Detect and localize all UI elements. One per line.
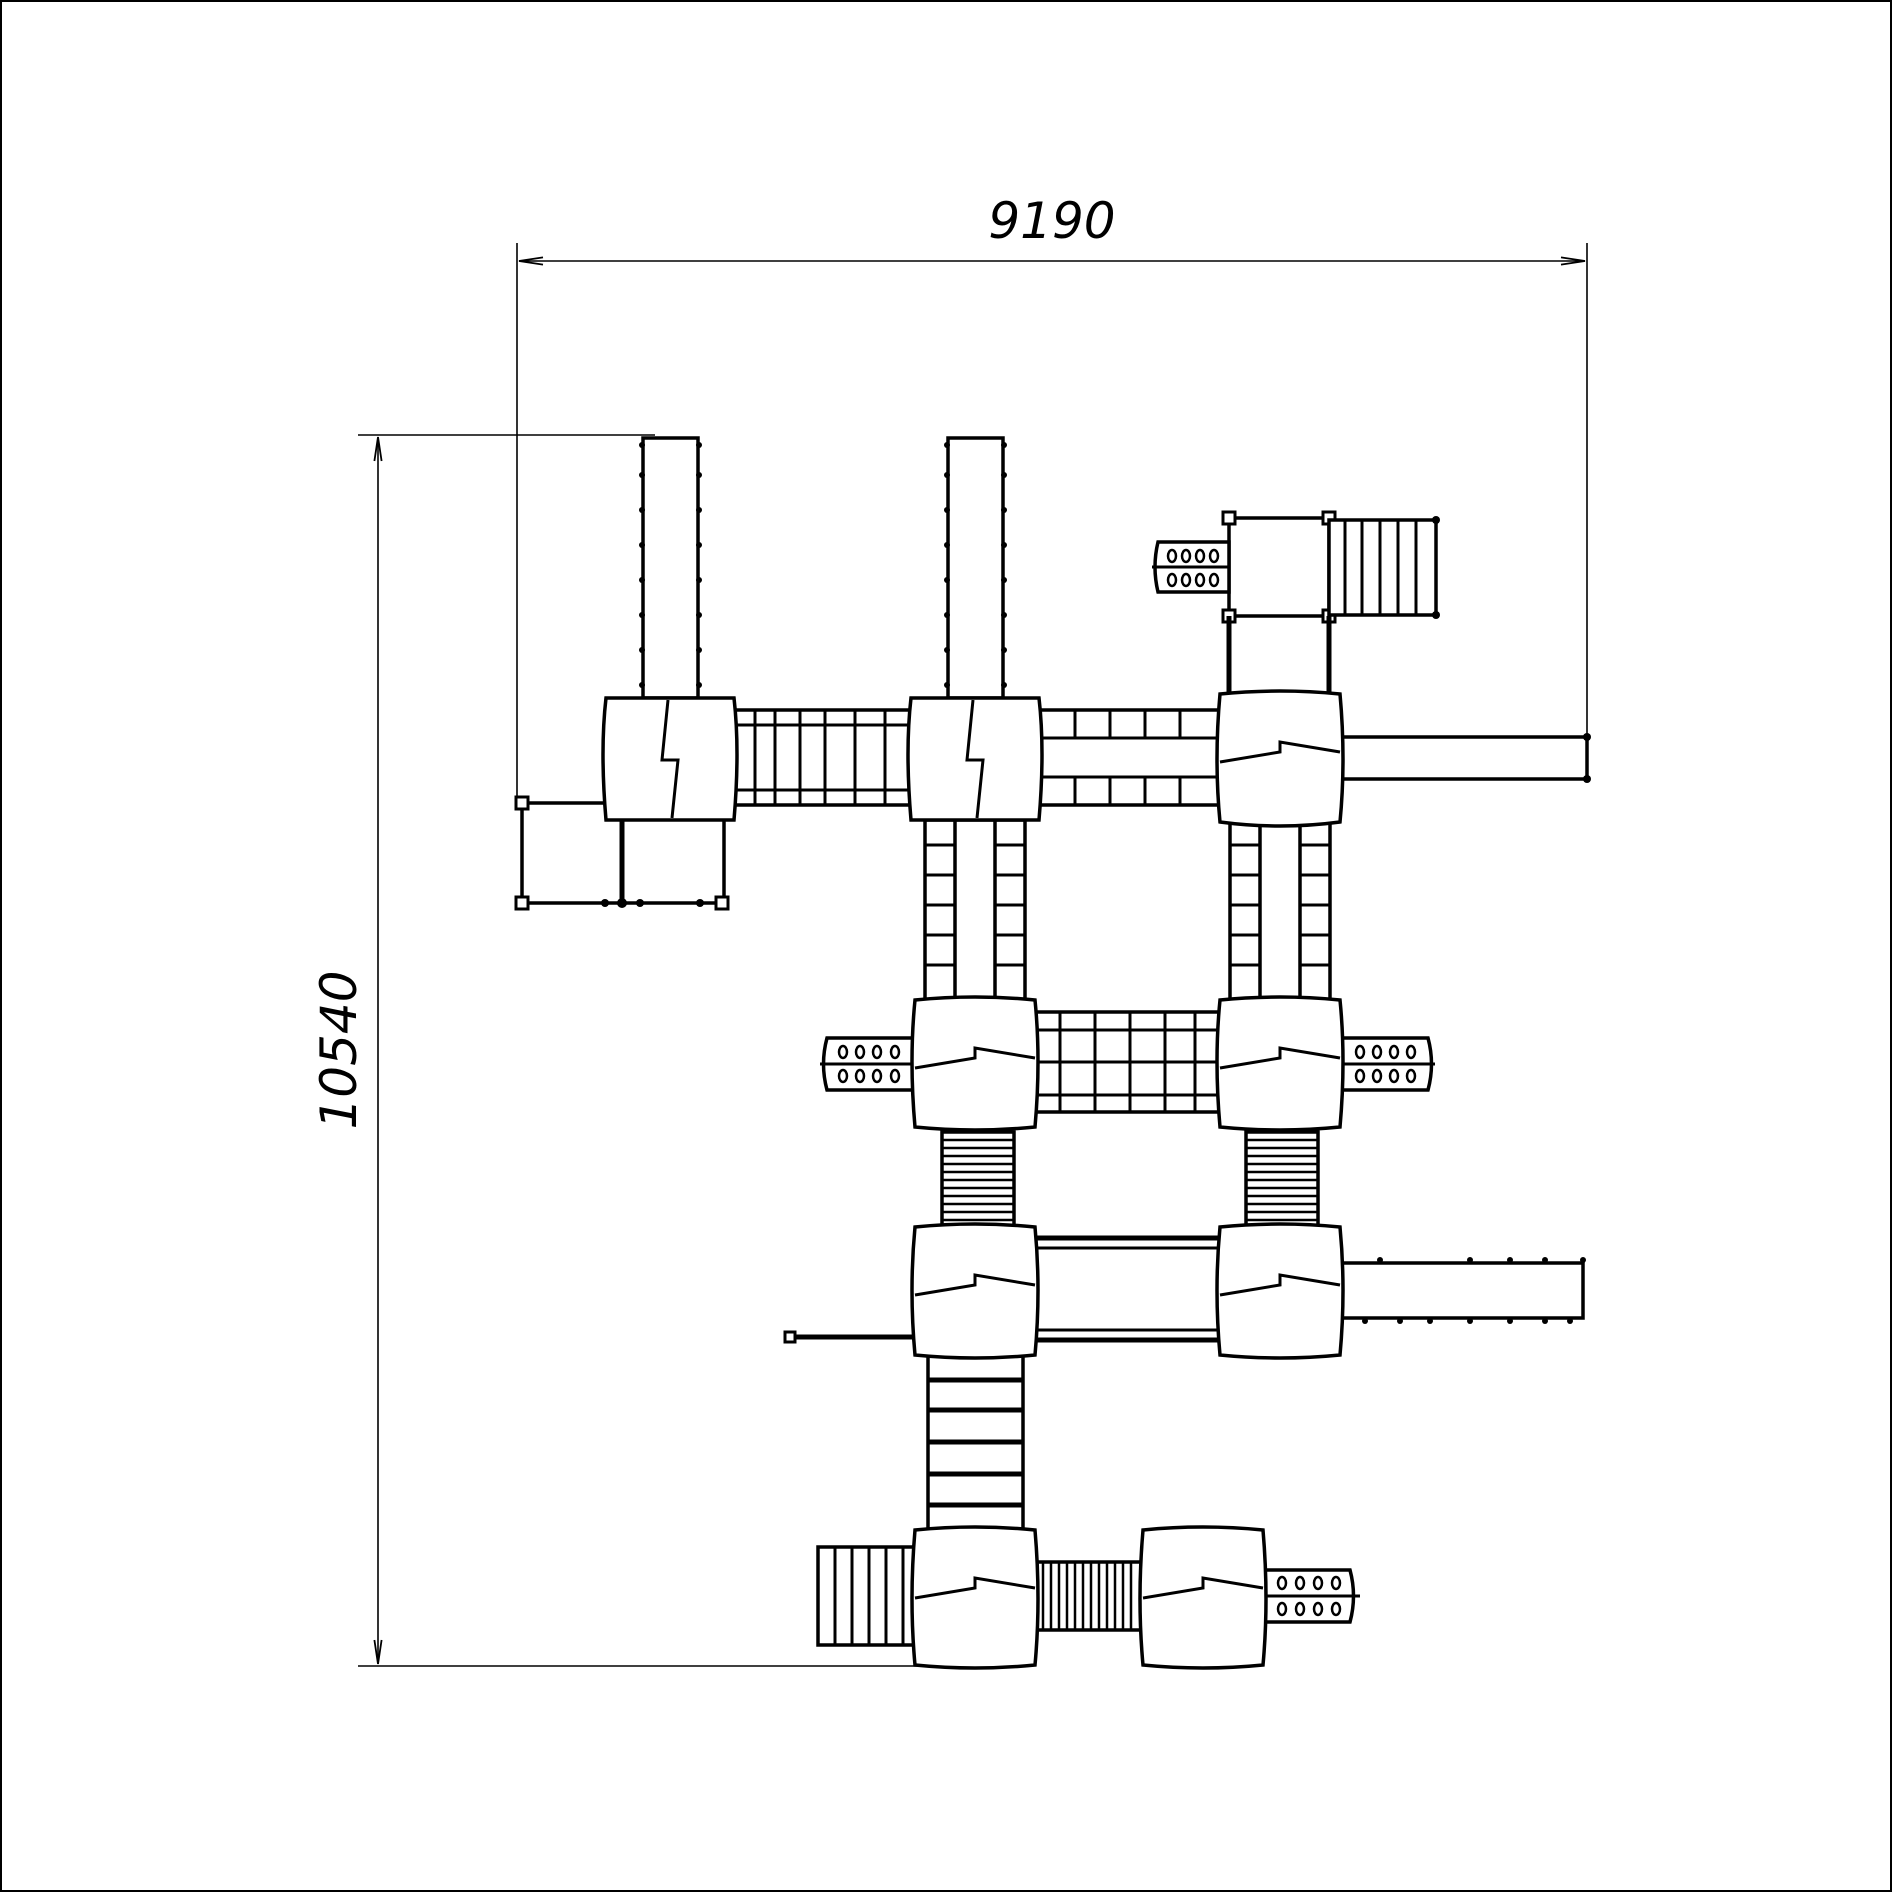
slide-right-row3 bbox=[1338, 1257, 1586, 1324]
vertical-ladder-right-1 bbox=[1228, 818, 1332, 1002]
tower-row2-left bbox=[910, 995, 1040, 1132]
tower-row1-right bbox=[1215, 689, 1345, 828]
tunnel-left-row2 bbox=[940, 1130, 1016, 1229]
ladder-bridge-row1-right bbox=[1038, 708, 1222, 807]
vertical-ladder-left-1 bbox=[923, 818, 1027, 1002]
stairs-bottom-left bbox=[816, 1545, 917, 1647]
height-dimension-label: 10540 bbox=[310, 970, 368, 1129]
climbing-panel-bottom-right bbox=[1261, 1568, 1360, 1624]
tunnel-bottom bbox=[1033, 1560, 1145, 1632]
slide-top-middle bbox=[944, 436, 1007, 700]
width-dimension: 9190 bbox=[516, 192, 1588, 810]
width-dimension-label: 9190 bbox=[988, 192, 1115, 250]
height-dimension: 10540 bbox=[310, 434, 935, 1667]
bridge-row3 bbox=[1035, 1235, 1220, 1343]
stairs-top-right bbox=[1327, 516, 1440, 619]
climbing-panel-right-row2 bbox=[1338, 1036, 1435, 1092]
slide-rail-dots bbox=[639, 442, 702, 688]
net-bridge-row2 bbox=[1033, 1010, 1222, 1114]
slide-top-left bbox=[639, 436, 702, 700]
pole-left-row3 bbox=[783, 1330, 915, 1344]
tower-row4-left bbox=[910, 1525, 1040, 1670]
tower-row4-right bbox=[1138, 1525, 1268, 1670]
slide-right-row1 bbox=[1338, 733, 1591, 783]
tower-row1-left bbox=[601, 696, 739, 822]
top-right-deck bbox=[1221, 510, 1337, 697]
climbing-panel-left-row2 bbox=[820, 1036, 917, 1092]
tower-row1-middle bbox=[906, 696, 1044, 822]
ladder-bridge-row1-left bbox=[733, 708, 912, 807]
vertical-ladder-left-3 bbox=[926, 1353, 1025, 1532]
tower-row3-right bbox=[1215, 1222, 1345, 1360]
slide-rail-dots bbox=[944, 442, 1007, 688]
tower-row2-right bbox=[1215, 995, 1345, 1132]
climbing-panel-top-right bbox=[1152, 540, 1231, 594]
tower-row3-left bbox=[910, 1222, 1040, 1360]
tunnel-right-row2 bbox=[1244, 1130, 1320, 1229]
